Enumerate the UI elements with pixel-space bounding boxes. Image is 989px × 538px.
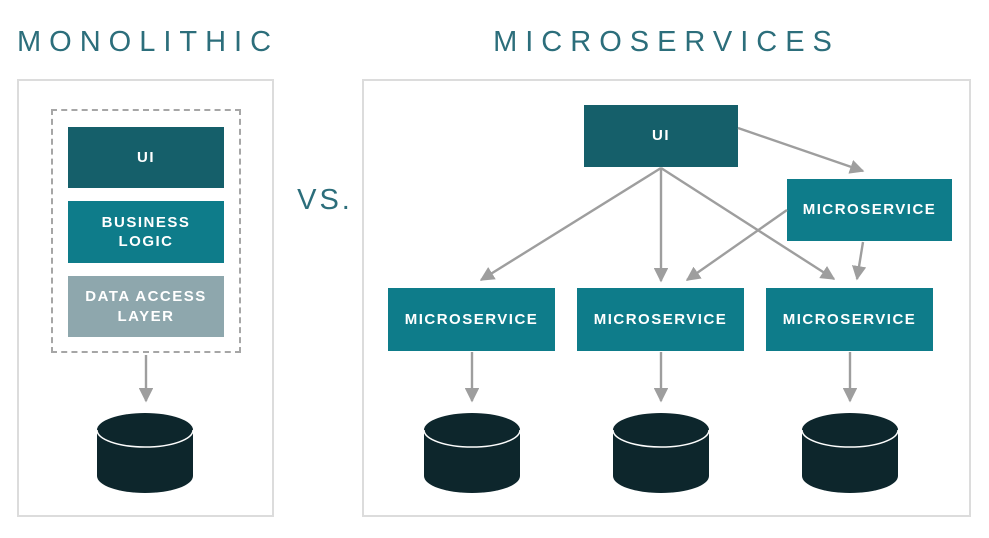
microservices-ui-label: UI — [652, 127, 670, 145]
gateway-microservice-label: MICROSERVICE — [802, 201, 937, 219]
ui-layer-box: UI — [68, 127, 224, 188]
vs-label: VS. — [297, 184, 353, 216]
business-logic-box: BUSINESS LOGIC — [68, 201, 224, 263]
microservices-ui-box: UI — [584, 105, 738, 167]
microservice-label-3: MICROSERVICE — [782, 310, 917, 328]
data-access-layer-box: DATA ACCESS LAYER — [68, 276, 224, 337]
microservice-label-2: MICROSERVICE — [593, 310, 728, 328]
microservice-label-1: MICROSERVICE — [404, 310, 539, 328]
gateway-microservice-box: MICROSERVICE — [787, 179, 952, 241]
microservice-box-1: MICROSERVICE — [388, 288, 555, 351]
microservice-box-2: MICROSERVICE — [577, 288, 744, 351]
ui-layer-label: UI — [137, 148, 155, 166]
data-access-layer-label: DATA ACCESS LAYER — [85, 288, 207, 325]
microservice-box-3: MICROSERVICE — [766, 288, 933, 351]
monolith-boundary-dashed-box — [51, 109, 241, 353]
monolithic-title: MONOLITHIC — [17, 26, 280, 58]
business-logic-label: BUSINESS LOGIC — [101, 213, 191, 251]
microservices-title: MICROSERVICES — [493, 26, 840, 58]
microservices-panel-border — [362, 79, 971, 517]
monolithic-panel-border — [17, 79, 274, 517]
